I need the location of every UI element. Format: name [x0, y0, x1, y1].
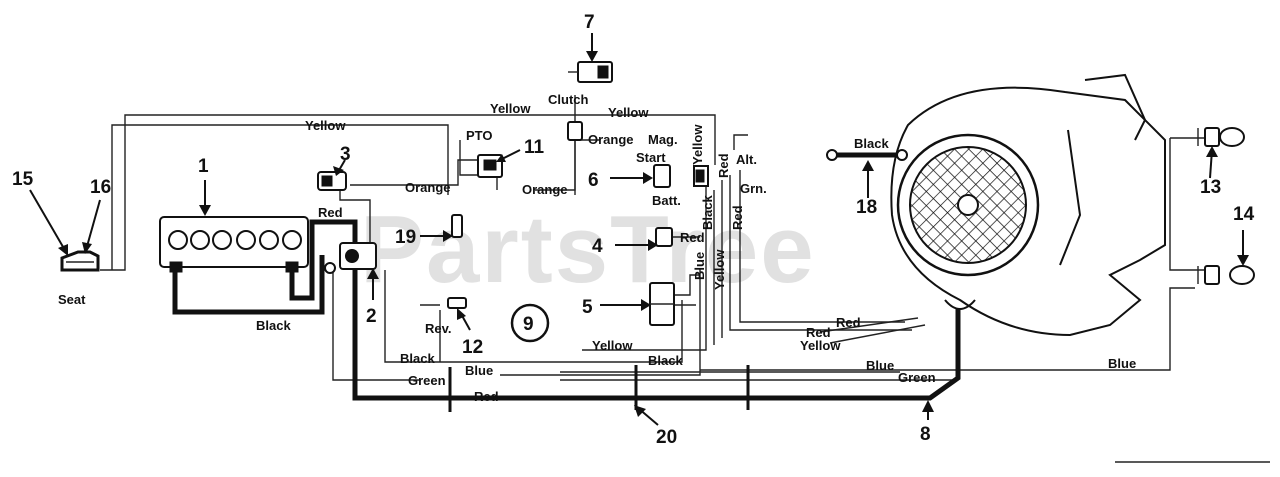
- label-mag: Mag.: [648, 132, 678, 147]
- label-black-vert: Black: [700, 195, 715, 230]
- label-red-vert1: Red: [716, 153, 731, 178]
- solenoid: [324, 242, 377, 274]
- callout-16: 16: [90, 177, 111, 198]
- label-green-eng: Green: [898, 370, 936, 385]
- ground-strap: [826, 149, 908, 161]
- callout-13: 13: [1200, 177, 1221, 198]
- clutch-switch: [567, 121, 583, 141]
- label-black-bat: Black: [256, 318, 291, 333]
- label-yellow-top2: Yellow: [608, 105, 649, 120]
- label-start: Start: [636, 150, 666, 165]
- label-red-vert2: Red: [730, 205, 745, 230]
- callout-12: 12: [462, 337, 483, 358]
- connector-4: [655, 227, 673, 247]
- label-rev: Rev.: [425, 321, 452, 336]
- interlock-switch: [451, 214, 463, 238]
- callout-15: 15: [12, 169, 34, 190]
- label-blue-right: Blue: [1108, 356, 1136, 371]
- callout-arrows: [29, 33, 1249, 426]
- label-yellow-top: Yellow: [490, 101, 531, 116]
- label-alt: Alt.: [736, 152, 757, 167]
- engine: [890, 73, 1166, 337]
- label-black-low1: Black: [400, 351, 435, 366]
- label-yellow-eng: Yellow: [800, 338, 841, 353]
- module-5: [649, 282, 675, 326]
- callout-8: 8: [920, 424, 931, 445]
- label-grn: Grn.: [740, 181, 767, 196]
- watermark: PartsTree: [360, 196, 816, 303]
- label-black-18: Black: [854, 136, 889, 151]
- pto-switch: [477, 154, 503, 178]
- label-black-low2: Black: [648, 353, 683, 368]
- label-pto: PTO: [466, 128, 493, 143]
- label-blue-low: Blue: [465, 363, 493, 378]
- label-orange-low: Orange: [522, 182, 568, 197]
- label-yellow-vert: Yellow: [690, 124, 705, 165]
- harness-ties: [448, 365, 750, 412]
- label-red-4: Red: [680, 230, 705, 245]
- label-red-eng1: Red: [836, 315, 861, 330]
- label-orange-mid: Orange: [405, 180, 451, 195]
- ignition-switch: [653, 164, 709, 188]
- label-seat: Seat: [58, 292, 86, 307]
- thin-wires: [100, 95, 1270, 463]
- label-blue-eng: Blue: [866, 358, 894, 373]
- callout-1: 1: [198, 156, 209, 177]
- callout-3: 3: [340, 144, 351, 165]
- callout-19: 19: [395, 227, 416, 248]
- seat-switch: [60, 250, 100, 272]
- callout-5: 5: [582, 297, 593, 318]
- part-9-circle: [510, 303, 550, 343]
- label-red-low: Red: [474, 389, 499, 404]
- callout-18: 18: [856, 197, 877, 218]
- label-yellow-left: Yellow: [305, 118, 346, 133]
- headlight-13: [1197, 127, 1245, 147]
- label-yellow-low: Yellow: [592, 338, 633, 353]
- label-red-bat: Red: [318, 205, 343, 220]
- label-orange-pto: Orange: [588, 132, 634, 147]
- callout-14: 14: [1233, 204, 1255, 225]
- callout-numbers: 1 2 3 4 5 6 7 8 9 11 12 13 14 15 16 18 1…: [12, 12, 1255, 448]
- callout-2: 2: [366, 306, 377, 327]
- label-green-low: Green: [408, 373, 446, 388]
- headlight-14: [1197, 265, 1255, 285]
- thick-wires: [172, 219, 961, 401]
- wire-labels: Yellow Yellow Yellow Clutch PTO Orange O…: [58, 92, 1136, 404]
- label-red-eng2: Red: [806, 325, 831, 340]
- label-yellow-vert2: Yellow: [712, 249, 727, 290]
- callout-7: 7: [584, 12, 595, 33]
- label-clutch: Clutch: [548, 92, 589, 107]
- battery: [159, 216, 309, 273]
- callout-4: 4: [592, 236, 603, 257]
- callout-11: 11: [524, 137, 545, 158]
- callout-6: 6: [588, 170, 599, 191]
- fuse-holder: [317, 171, 347, 191]
- label-blue-vert: Blue: [692, 252, 707, 280]
- callout-20: 20: [656, 427, 677, 448]
- label-batt: Batt.: [652, 193, 681, 208]
- clutch-connector: [568, 61, 613, 83]
- callout-9: 9: [523, 314, 534, 335]
